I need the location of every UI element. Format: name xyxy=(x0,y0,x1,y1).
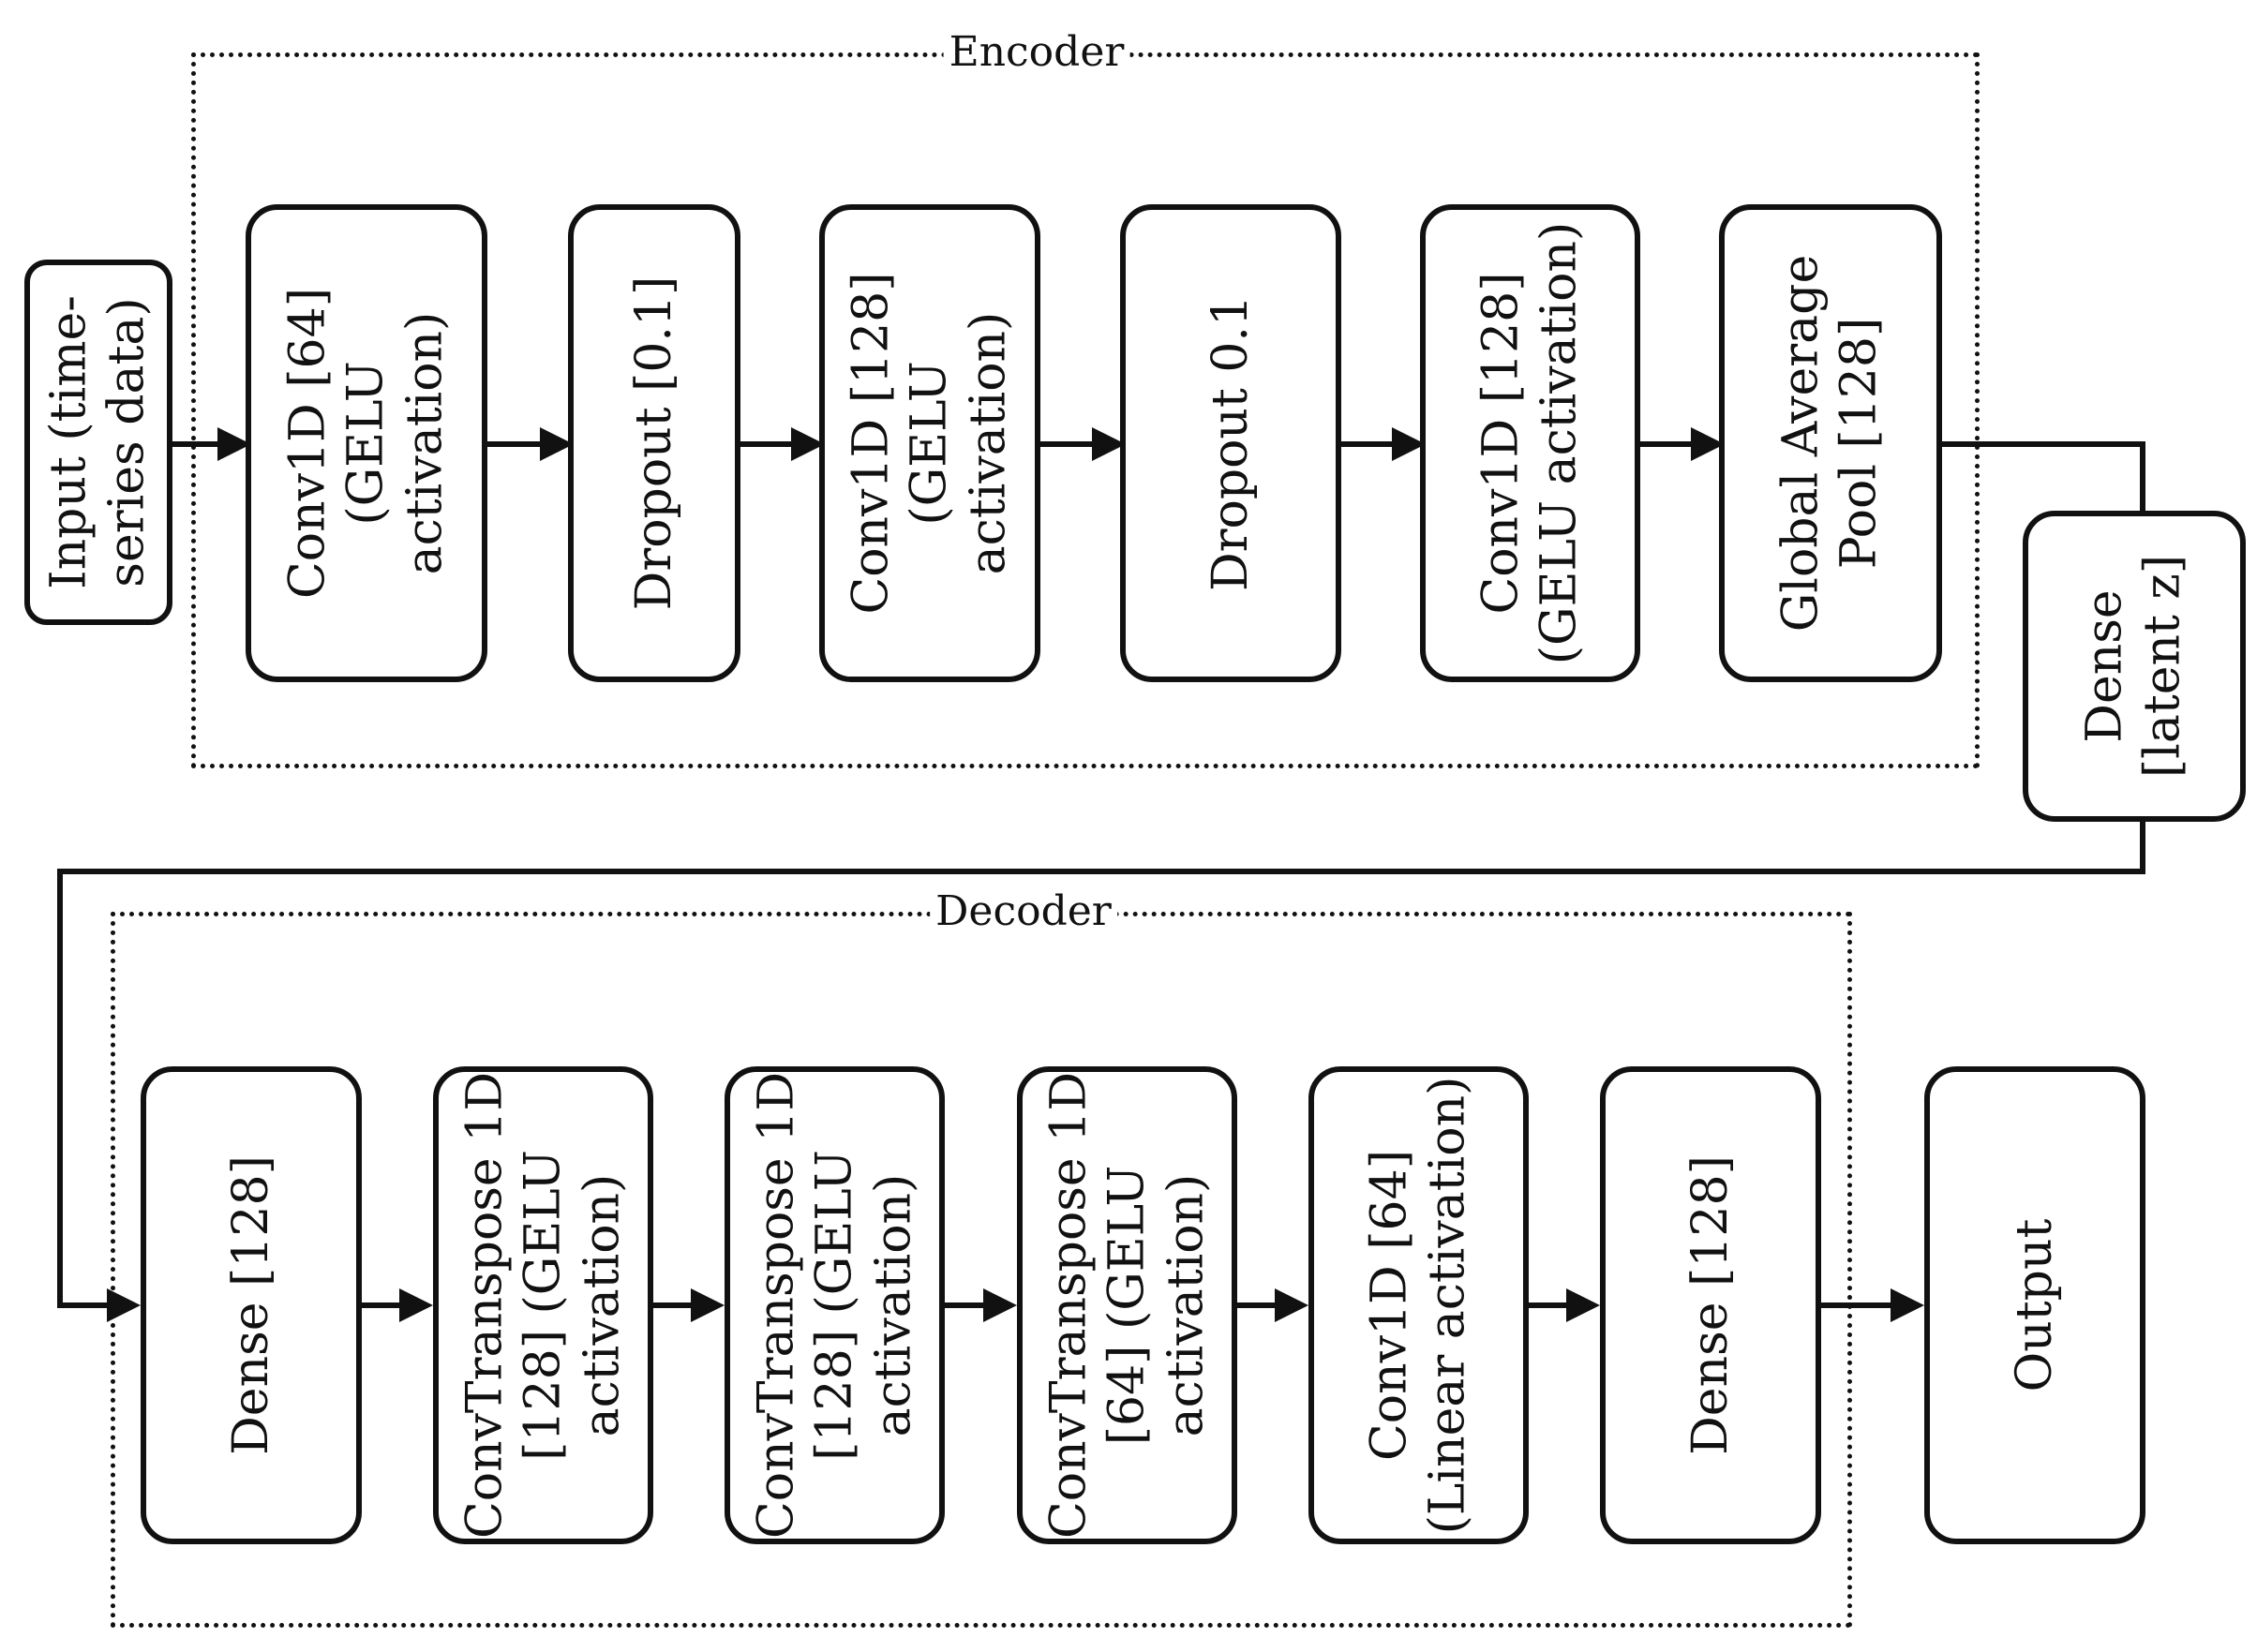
encoder-dropout-2-node: Dropout 0.1 xyxy=(1120,204,1341,682)
encoder-conv1d-128-b-label: Conv1D [128] (GELU activation) xyxy=(1472,221,1588,665)
input-node-label: Input (time- series data) xyxy=(40,295,156,589)
latent-dense-label: Dense [latent z] xyxy=(2076,554,2191,779)
decoder-convtranspose-128-b-node: ConvTranspose 1D [128] (GELU activation) xyxy=(725,1066,945,1544)
latent-dense-node: Dense [latent z] xyxy=(2023,511,2246,822)
encoder-dropout-1-label: Dropout [0.1] xyxy=(625,275,682,611)
decoder-convtranspose-128-b-label: ConvTranspose 1D [128] (GELU activation) xyxy=(747,1071,921,1540)
encoder-conv1d-64-label: Conv1D [64] (GELU activation) xyxy=(279,287,454,600)
line-pool-to-latent xyxy=(1942,441,2145,511)
encoder-conv1d-128-a-label: Conv1D [128] (GELU activation) xyxy=(843,272,1017,615)
encoder-conv1d-128-a-node: Conv1D [128] (GELU activation) xyxy=(819,204,1040,682)
decoder-convtranspose-64-label: ConvTranspose 1D [64] (GELU activation) xyxy=(1039,1071,1214,1540)
decoder-group xyxy=(111,912,1852,1628)
output-node-label: Output xyxy=(2006,1218,2063,1392)
input-node: Input (time- series data) xyxy=(24,260,172,625)
encoder-conv1d-64-node: Conv1D [64] (GELU activation) xyxy=(246,204,487,682)
line-latent-to-decoder xyxy=(57,822,2145,1322)
decoder-convtranspose-128-a-label: ConvTranspose 1D [128] (GELU activation) xyxy=(456,1071,630,1540)
encoder-dropout-2-label: Dropout 0.1 xyxy=(1202,294,1259,592)
decoder-conv1d-64-node: Conv1D [64] (Linear activation) xyxy=(1308,1066,1529,1544)
encoder-conv1d-128-b-node: Conv1D [128] (GELU activation) xyxy=(1420,204,1640,682)
decoder-dense-128-b-node: Dense [128] xyxy=(1600,1066,1821,1544)
decoder-label: Decoder xyxy=(930,891,1117,932)
encoder-label: Encoder xyxy=(943,32,1130,73)
decoder-convtranspose-128-a-node: ConvTranspose 1D [128] (GELU activation) xyxy=(433,1066,653,1544)
output-node: Output xyxy=(1924,1066,2145,1544)
decoder-convtranspose-64-node: ConvTranspose 1D [64] (GELU activation) xyxy=(1017,1066,1237,1544)
decoder-dense-128-a-node: Dense [128] xyxy=(141,1066,362,1544)
decoder-dense-128-a-label: Dense [128] xyxy=(222,1155,279,1455)
encoder-global-average-pool-label: Global Average Pool [128] xyxy=(1772,254,1888,633)
decoder-conv1d-64-label: Conv1D [64] (Linear activation) xyxy=(1361,1076,1476,1535)
encoder-dropout-1-node: Dropout [0.1] xyxy=(568,204,740,682)
encoder-global-average-pool-node: Global Average Pool [128] xyxy=(1719,204,1942,682)
decoder-dense-128-b-label: Dense [128] xyxy=(1682,1155,1739,1455)
